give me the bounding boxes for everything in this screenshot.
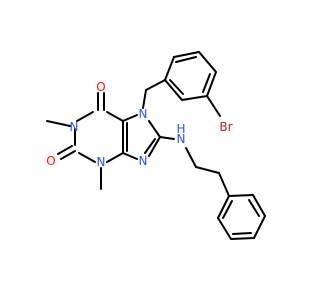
nitrogen-label: N: [139, 154, 148, 168]
bond: [60, 150, 76, 160]
bond: [202, 73, 211, 93]
bond: [228, 194, 254, 197]
oxygen-label: O: [96, 80, 105, 94]
bond: [46, 120, 71, 127]
bond: [57, 145, 73, 155]
bond: [106, 111, 124, 122]
nitrogen-label: N: [70, 120, 79, 134]
bromine-label: Br: [219, 120, 232, 134]
bond: [217, 195, 230, 219]
bond: [248, 199, 260, 217]
bond: [122, 114, 138, 122]
bond: [252, 194, 266, 217]
bond: [148, 120, 161, 138]
bond: [206, 71, 217, 97]
bond: [173, 51, 200, 58]
nitrogen-label: N: [177, 132, 186, 146]
bond: [106, 152, 124, 163]
bond: [217, 217, 232, 240]
nitrogen-label: N: [97, 155, 106, 169]
oxygen-label: O: [46, 154, 55, 168]
bond: [164, 79, 183, 101]
bond: [148, 136, 161, 157]
bond: [76, 111, 94, 122]
bond: [175, 56, 197, 63]
nitrogen-label: N: [139, 107, 148, 121]
bond: [122, 152, 138, 160]
hydrogen-label: H: [176, 122, 185, 136]
bond: [218, 172, 230, 197]
bond: [253, 215, 266, 239]
bond: [169, 79, 184, 95]
bond: [164, 56, 175, 81]
bond: [195, 166, 220, 174]
bond: [78, 152, 96, 163]
bond: [185, 147, 197, 168]
bond: [145, 79, 166, 91]
molecule-structure: O O N N N N N H Br: [46, 51, 266, 240]
bond: [144, 138, 156, 154]
atom-labels: O O N N N N N H Br: [46, 80, 232, 169]
bond: [142, 89, 147, 109]
bond: [222, 200, 233, 219]
bond: [232, 232, 252, 235]
bond: [230, 237, 255, 240]
bond: [198, 51, 217, 73]
bond: [181, 95, 208, 101]
bond: [206, 95, 221, 117]
bond: [159, 136, 175, 140]
bond-lines: [46, 51, 266, 240]
